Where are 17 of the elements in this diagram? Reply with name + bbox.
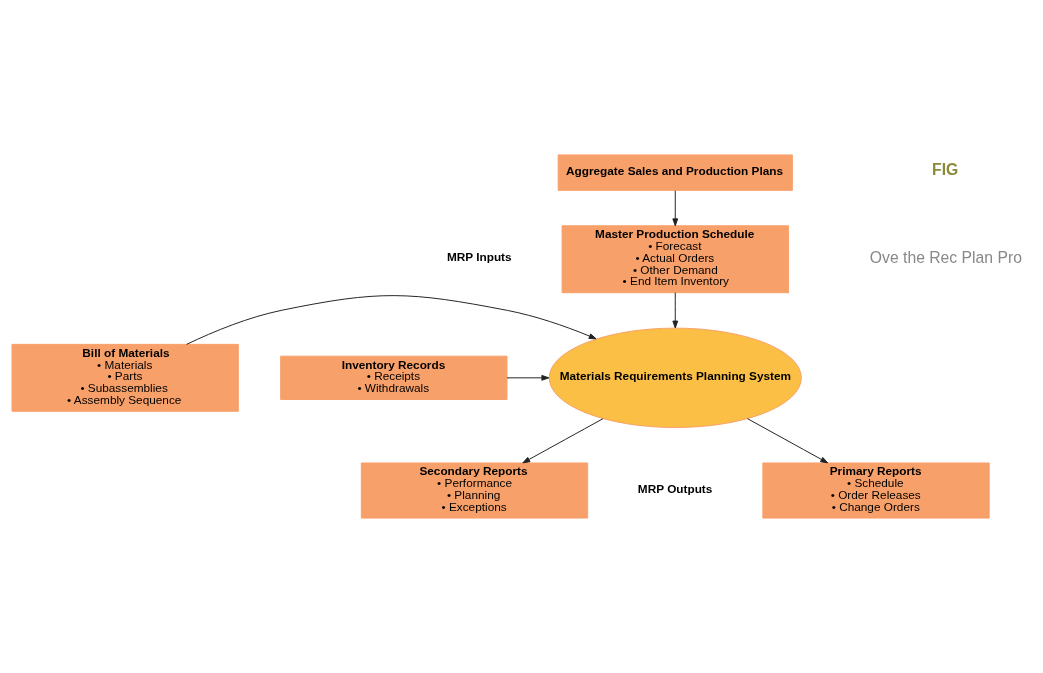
node-box: Master Production Schedule • Forecast • Actual Orders • Other Demand • End Item Inventory [561,225,789,294]
node-ellipse: Materials Requirements Planning System [548,327,802,428]
label: MRP Outputs [637,481,713,496]
arrow [672,292,679,329]
label: MRP Inputs [446,250,512,265]
node-box: Primary Reports • Schedule • Order Releases • Change Orders [762,462,990,519]
arrow [746,418,829,464]
node-box: Aggregate Sales and Production Plans [557,154,793,191]
label: Ove the Rec Plan Pro [869,248,1022,266]
node-box: Secondary Reports • Performance • Planning • Exceptions [360,462,589,519]
node-box: Inventory Records • Receipts • Withdrawals [280,355,508,400]
node-box: Bill of Materials • Materials • Parts • Subassemblies • Assembly Sequence [11,343,239,412]
arrow [186,295,597,345]
arrow [672,190,679,227]
arrow [522,418,604,464]
label: FIG [932,161,959,179]
arrow [506,374,550,381]
